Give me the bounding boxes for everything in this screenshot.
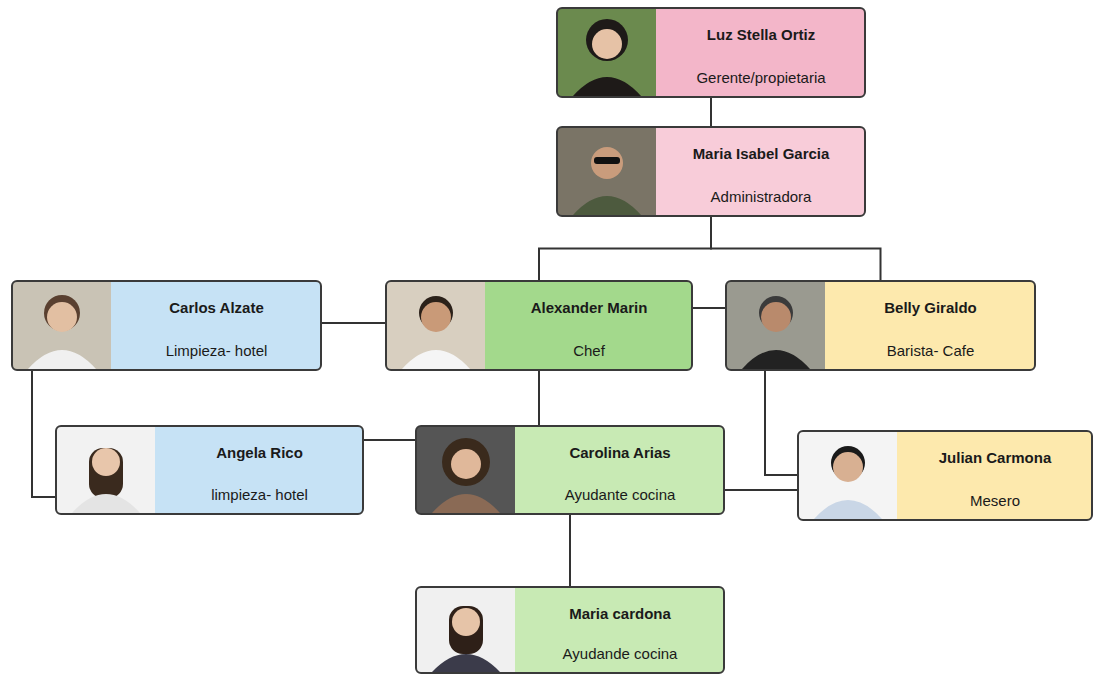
org-connector bbox=[32, 371, 55, 497]
person-name: Belly Giraldo bbox=[884, 299, 977, 317]
person-name: Angela Rico bbox=[216, 444, 303, 462]
person-role: Mesero bbox=[970, 492, 1020, 510]
text-area: Julian CarmonaMesero bbox=[899, 432, 1091, 519]
org-connector bbox=[569, 515, 571, 586]
person-role: Ayudante cocina bbox=[565, 486, 676, 504]
person-box: Luz Stella OrtizGerente/propietaria bbox=[556, 7, 866, 98]
org-connector bbox=[765, 371, 797, 475]
person-name: Carolina Arias bbox=[569, 444, 670, 462]
org-connector bbox=[693, 307, 725, 309]
org-connector bbox=[539, 217, 711, 280]
org-connector bbox=[711, 217, 881, 280]
person-role: limpieza- hotel bbox=[211, 486, 308, 504]
person-name: Luz Stella Ortiz bbox=[707, 26, 815, 44]
person-box: Maria cardonaAyudande cocina bbox=[415, 586, 725, 674]
text-area: Maria Isabel GarciaAdministradora bbox=[658, 128, 864, 215]
text-area: Angela Rico limpieza- hotel bbox=[157, 427, 362, 513]
person-role: Administradora bbox=[711, 188, 812, 206]
person-name: Alexander Marin bbox=[531, 299, 648, 317]
person-name: Maria Isabel Garcia bbox=[693, 145, 830, 163]
person-box: Carlos AlzateLimpieza- hotel bbox=[11, 280, 322, 371]
org-connector bbox=[538, 371, 540, 425]
person-role: Limpieza- hotel bbox=[166, 342, 268, 360]
person-box: Carolina AriasAyudante cocina bbox=[415, 425, 725, 515]
person-name: Maria cardona bbox=[569, 605, 671, 623]
org-connector bbox=[364, 439, 415, 441]
person-role: Ayudande cocina bbox=[563, 645, 678, 663]
person-name: Carlos Alzate bbox=[169, 299, 263, 317]
person-box: Alexander MarinChef bbox=[385, 280, 693, 371]
person-box: Belly GiraldoBarista- Cafe bbox=[725, 280, 1036, 371]
person-name: Julian Carmona bbox=[939, 449, 1052, 467]
person-role: Chef bbox=[573, 342, 605, 360]
text-area: Luz Stella OrtizGerente/propietaria bbox=[658, 9, 864, 96]
org-connector bbox=[710, 98, 712, 126]
text-area: Maria cardonaAyudande cocina bbox=[517, 588, 723, 672]
org-connector bbox=[322, 322, 385, 324]
person-box: Angela Rico limpieza- hotel bbox=[55, 425, 364, 515]
text-area: Alexander MarinChef bbox=[487, 282, 691, 369]
person-role: Gerente/propietaria bbox=[696, 69, 825, 87]
person-role: Barista- Cafe bbox=[887, 342, 975, 360]
person-box: Maria Isabel GarciaAdministradora bbox=[556, 126, 866, 217]
text-area: Belly GiraldoBarista- Cafe bbox=[827, 282, 1034, 369]
person-box: Julian CarmonaMesero bbox=[797, 430, 1093, 521]
text-area: Carlos AlzateLimpieza- hotel bbox=[113, 282, 320, 369]
org-connector bbox=[725, 489, 797, 491]
text-area: Carolina AriasAyudante cocina bbox=[517, 427, 723, 513]
